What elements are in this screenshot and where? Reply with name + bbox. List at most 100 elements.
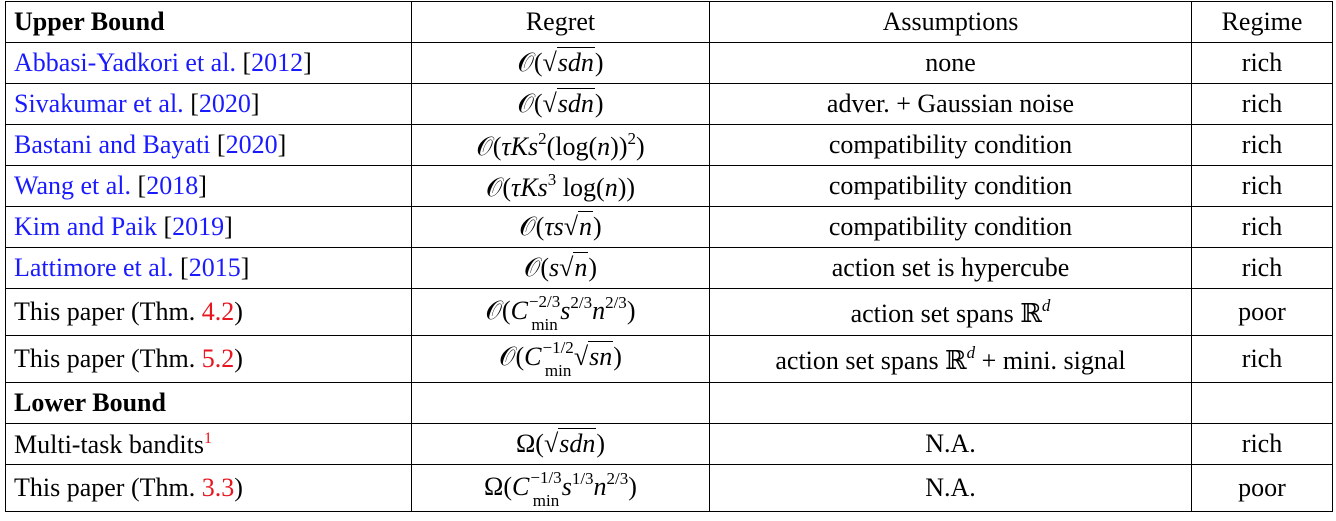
citation-year-link[interactable]: 2015 bbox=[188, 253, 241, 282]
method-cell: Wang et al. [2018] bbox=[5, 165, 412, 207]
math-text: 𝒪( bbox=[519, 212, 545, 241]
math-text: (log( bbox=[546, 132, 598, 161]
regret-cell: 𝒪(√sdn) bbox=[411, 42, 710, 84]
regime-cell: rich bbox=[1191, 124, 1333, 166]
method-label-close: ) bbox=[234, 344, 243, 373]
citation-author-link[interactable]: Sivakumar et al. bbox=[14, 89, 184, 118]
regime-cell: rich bbox=[1191, 335, 1333, 383]
method-cell: This paper (Thm. 5.2) bbox=[5, 335, 412, 383]
table-row: Lattimore et al. [2015]𝒪(s√n)action set … bbox=[5, 247, 1333, 289]
sqrt-sign-icon: √ bbox=[542, 48, 557, 77]
assumptions-text-tail: + mini. signal bbox=[975, 346, 1126, 375]
assumptions-header: Assumptions bbox=[709, 1, 1192, 43]
math-text: 𝒪( bbox=[517, 48, 543, 77]
empty-cell bbox=[709, 382, 1192, 424]
math-subscript: min bbox=[531, 315, 558, 335]
sqrt-sign-icon: √ bbox=[543, 429, 559, 458]
sqrt-sign-icon: √ bbox=[563, 212, 579, 241]
sqrt-content: sdn bbox=[556, 47, 595, 77]
assumptions-text: compatibility condition bbox=[828, 212, 1073, 241]
regime-cell: poor bbox=[1191, 464, 1333, 512]
regime-cell: poor bbox=[1191, 288, 1333, 336]
regret-header: Regret bbox=[411, 1, 710, 43]
math-exponent: d bbox=[1041, 296, 1051, 315]
square-root: √sdn bbox=[542, 47, 595, 77]
math-text: 𝒪( bbox=[517, 89, 543, 118]
sqrt-content: sdn bbox=[556, 88, 595, 118]
method-label-close: ) bbox=[234, 473, 243, 502]
math-exponent: 2/3 bbox=[570, 292, 593, 312]
regret-cell: 𝒪(√sdn) bbox=[411, 83, 710, 125]
method-label: This paper (Thm. bbox=[14, 297, 202, 326]
math-variable: n bbox=[592, 295, 606, 325]
theorem-ref-link[interactable]: 3.3 bbox=[201, 473, 235, 502]
math-variable: n bbox=[597, 132, 611, 161]
math-variable: C bbox=[512, 471, 530, 501]
math-text: 𝒪( bbox=[499, 341, 525, 371]
math-variable: τKs bbox=[501, 132, 539, 161]
citation-author-link[interactable]: Bastani and Bayati bbox=[14, 130, 211, 159]
math-text: ) bbox=[613, 341, 622, 371]
lower-bound-header-row: Lower Bound bbox=[5, 382, 1333, 424]
assumptions-cell: action set spans ℝd + mini. signal bbox=[709, 335, 1192, 383]
citation-year-link[interactable]: 2018 bbox=[146, 171, 199, 200]
assumptions-cell: adver. + Gaussian noise bbox=[709, 83, 1192, 125]
regret-formula: 𝒪(τKs2(log(n))2) bbox=[476, 129, 645, 161]
assumptions-text: action set spans ℝ bbox=[850, 299, 1042, 328]
math-variable: C bbox=[524, 341, 542, 371]
citation-year-link[interactable]: 2020 bbox=[198, 89, 251, 118]
assumptions-text: N.A. bbox=[925, 473, 976, 502]
math-text: ) bbox=[596, 429, 606, 458]
regret-cell: 𝒪(s√n) bbox=[411, 247, 710, 289]
regime-header: Regime bbox=[1191, 1, 1333, 43]
sqrt-content: sdn bbox=[558, 428, 597, 458]
citation-author-link[interactable]: Abbasi-Yadkori et al. bbox=[14, 48, 236, 77]
theorem-ref-link[interactable]: 4.2 bbox=[201, 297, 235, 326]
math-variable: C bbox=[510, 295, 528, 325]
citation-year-link[interactable]: 2012 bbox=[251, 48, 304, 77]
method-cell: This paper (Thm. 4.2) bbox=[5, 288, 412, 336]
footnote-link[interactable]: 1 bbox=[203, 429, 212, 447]
math-text: 𝒪( bbox=[476, 132, 502, 161]
sqrt-sign-icon: √ bbox=[573, 341, 589, 371]
citation-author-link[interactable]: Lattimore et al. bbox=[14, 253, 174, 282]
method-cell: Kim and Paik [2019] bbox=[5, 206, 412, 248]
math-variable: s bbox=[548, 253, 560, 282]
sqrt-sign-icon: √ bbox=[542, 89, 557, 118]
math-variable: s bbox=[560, 295, 571, 325]
math-text: Ω( bbox=[515, 429, 544, 458]
method-cell: This paper (Thm. 3.3) bbox=[5, 464, 412, 512]
math-text: ) bbox=[636, 132, 645, 161]
regret-formula: 𝒪(s√n) bbox=[524, 252, 597, 282]
citation-year-link[interactable]: 2019 bbox=[172, 212, 225, 241]
math-text: ) bbox=[594, 89, 604, 118]
method-cell: Bastani and Bayati [2020] bbox=[5, 124, 412, 166]
citation-author-link[interactable]: Kim and Paik bbox=[14, 212, 157, 241]
square-root: √n bbox=[559, 252, 589, 282]
math-text: )) bbox=[617, 173, 636, 202]
regime-cell: rich bbox=[1191, 206, 1333, 248]
table-row: Bastani and Bayati [2020] 𝒪(τKs 2 (log(n)) 2… bbox=[5, 124, 1333, 166]
math-exponent: −2/3 bbox=[528, 292, 561, 312]
math-text: )) bbox=[610, 132, 628, 161]
math-exponent: 2 bbox=[627, 129, 637, 148]
citation-author-link[interactable]: Wang et al. bbox=[14, 171, 132, 200]
math-text: ) bbox=[626, 295, 636, 325]
math-variable: τKs bbox=[511, 173, 548, 202]
method-label: Multi-task bandits bbox=[14, 429, 204, 459]
method-label: This paper (Thm. bbox=[14, 344, 202, 373]
assumptions-cell: none bbox=[709, 42, 1192, 84]
regret-formula: 𝒪(τKs3 log(n)) bbox=[486, 171, 636, 202]
assumptions-cell: N.A. bbox=[709, 423, 1192, 465]
theorem-ref-link[interactable]: 5.2 bbox=[201, 344, 235, 373]
table-row: Kim and Paik [2019]𝒪(τs√n)compatibility … bbox=[5, 206, 1333, 248]
math-text: log( bbox=[556, 173, 605, 202]
regret-formula: 𝒪(√sdn) bbox=[517, 47, 604, 77]
citation-year-link[interactable]: 2020 bbox=[225, 130, 278, 159]
